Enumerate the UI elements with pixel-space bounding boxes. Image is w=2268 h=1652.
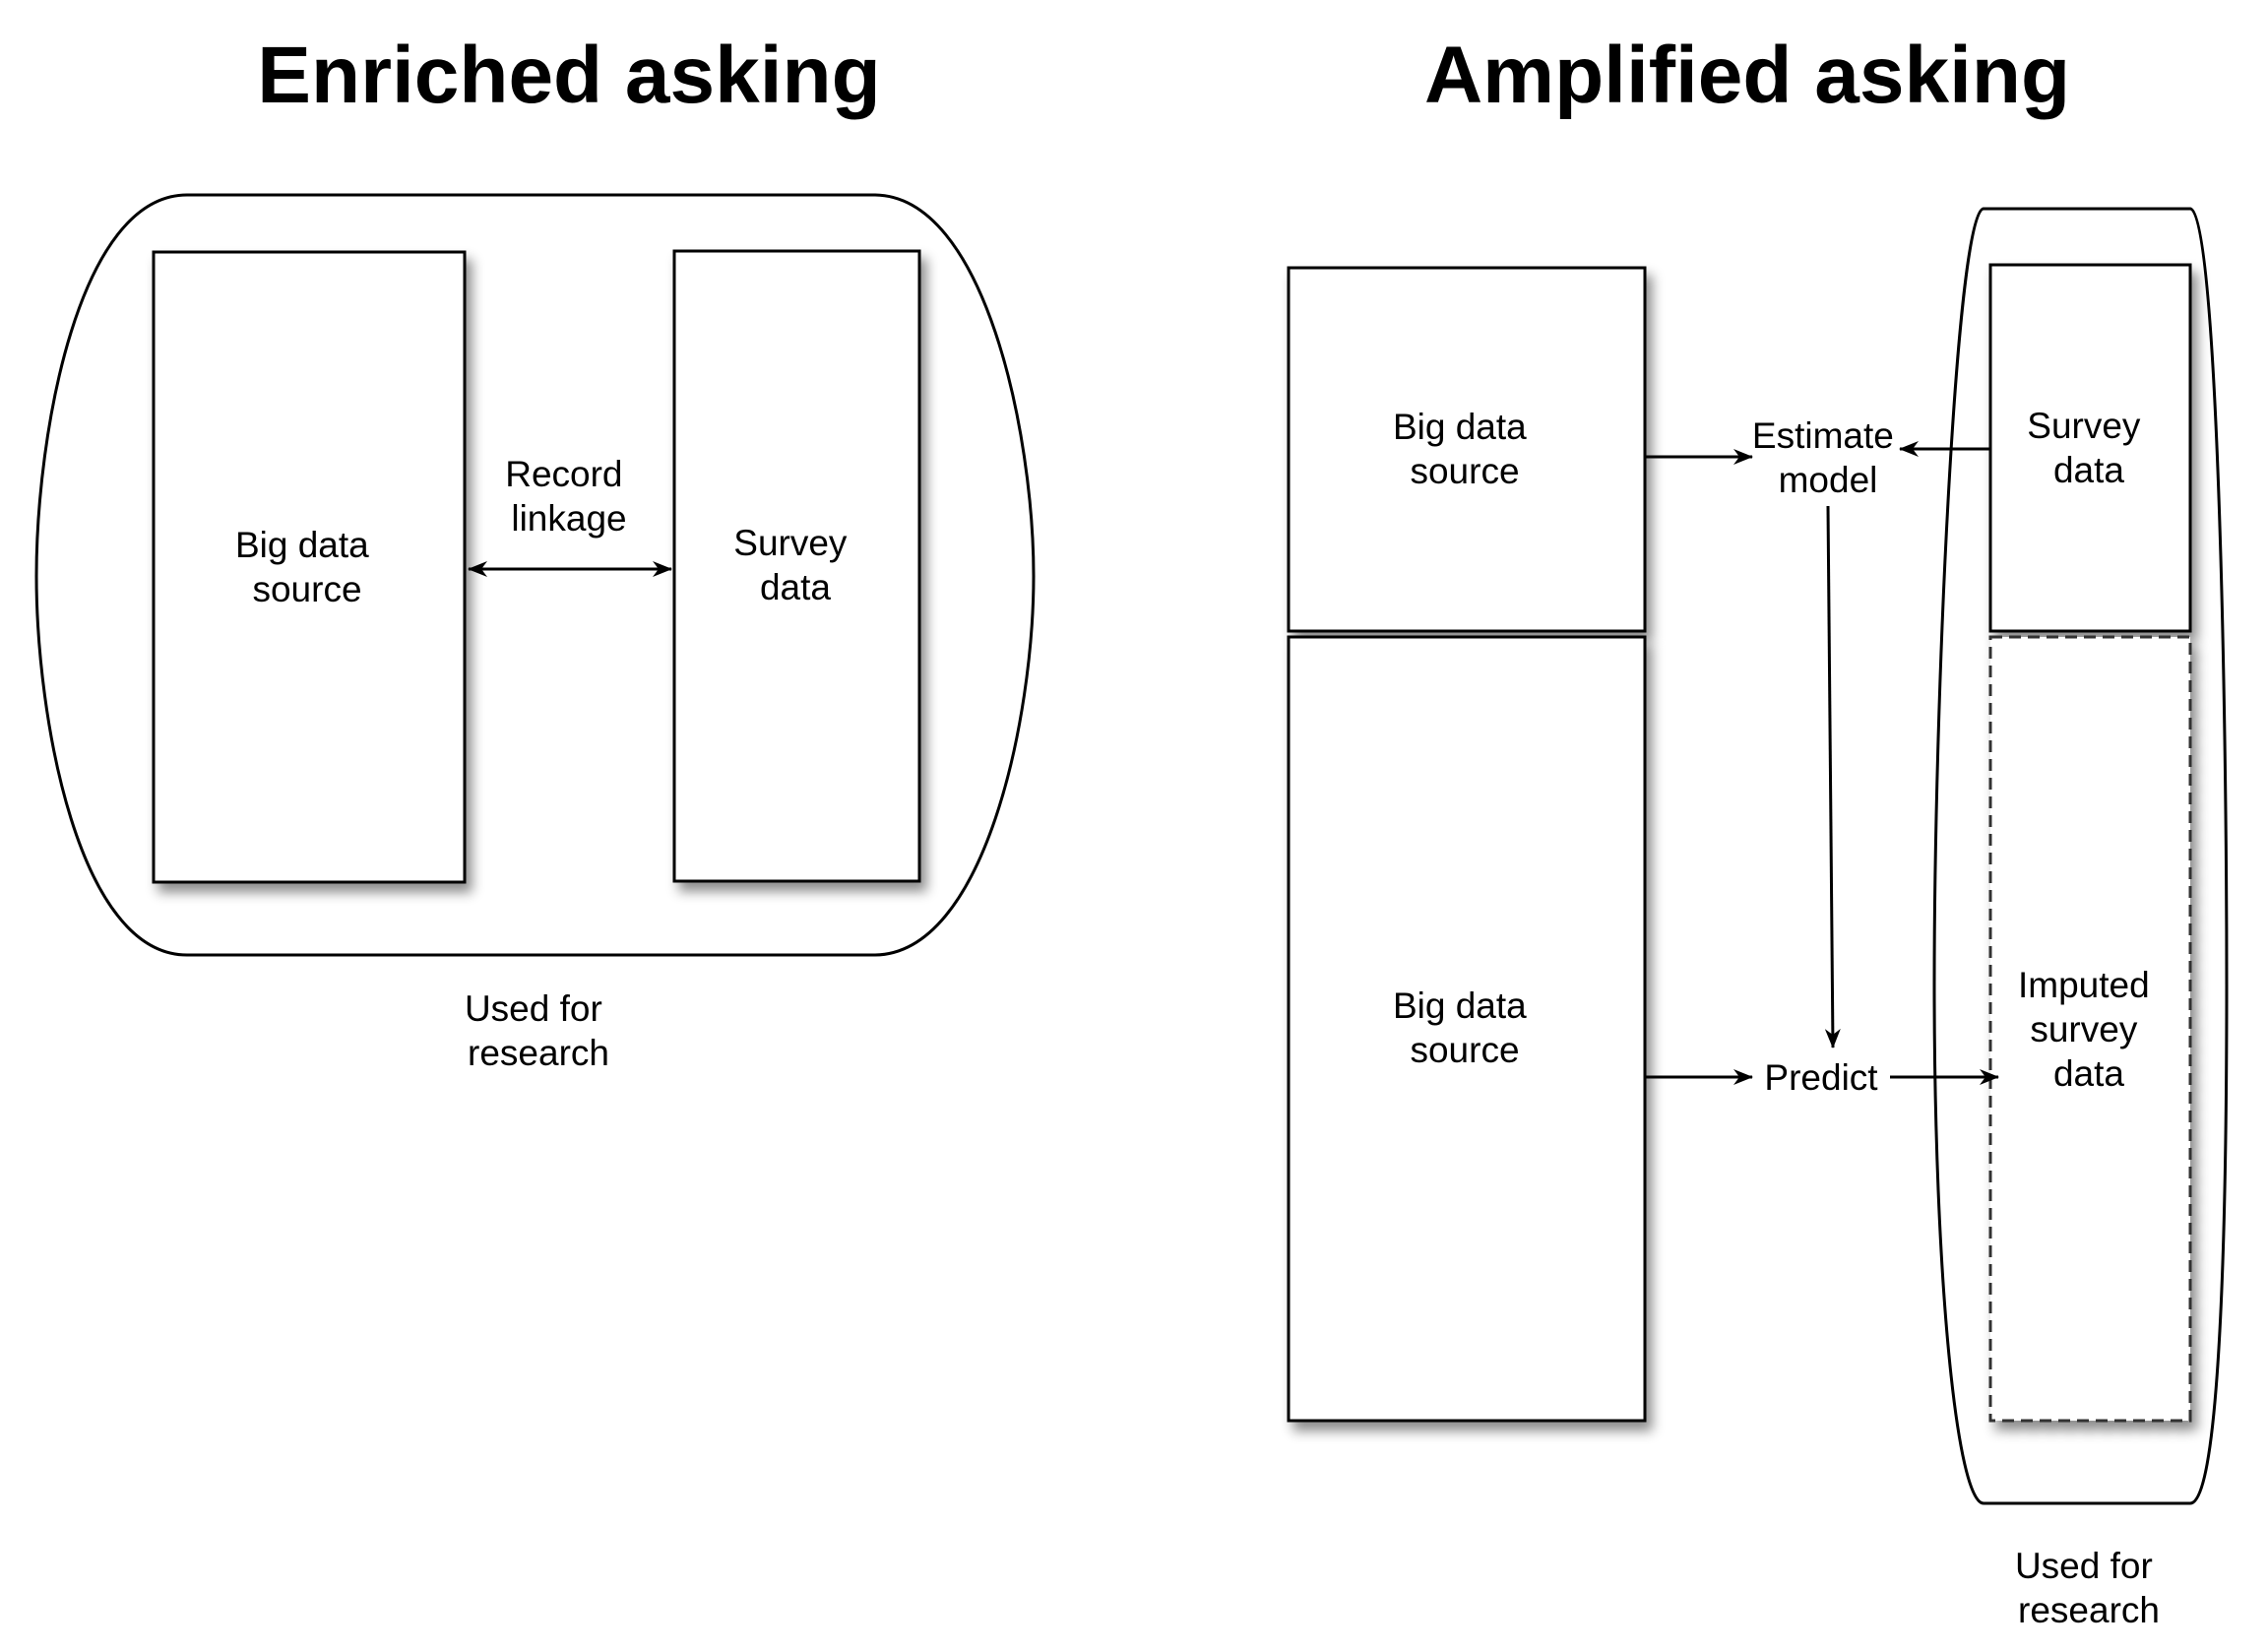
enriched-asking-panel: Enriched asking Big data source Survey d…: [34, 31, 1036, 1073]
estimate-model-line-1: Estimate: [1752, 415, 1894, 456]
arrow-estimate-model-to-predict: [1824, 505, 1841, 1048]
record-linkage-label: Record linkage: [505, 454, 633, 539]
enriched-big-data-line-2: source: [252, 569, 361, 609]
estimate-model-label: Estimate model: [1752, 415, 1904, 500]
estimate-model-line-2: model: [1779, 460, 1878, 500]
imputed-survey-data-label: Imputed survey data: [2018, 965, 2160, 1094]
amplified-caption-line-2: research: [2018, 1590, 2160, 1630]
amplified-big-data-bottom-line-1: Big data: [1393, 985, 1527, 1026]
enriched-survey-data-box: [672, 249, 921, 883]
amplified-caption-line-1: Used for: [2015, 1546, 2153, 1586]
amplified-big-data-top-box: [1287, 266, 1647, 633]
record-linkage-line-1: Record: [505, 454, 622, 494]
record-linkage-line-2: linkage: [511, 498, 626, 539]
amplified-big-data-top-line-2: source: [1410, 451, 1519, 491]
enriched-caption-line-2: research: [468, 1033, 609, 1073]
amplified-survey-data-label: Survey data: [2027, 406, 2150, 490]
enriched-caption-line-1: Used for: [465, 988, 602, 1029]
enriched-used-for-research-caption: Used for research: [465, 988, 612, 1073]
amplified-big-data-top-line-1: Big data: [1393, 407, 1527, 447]
enriched-survey-data-label: Survey data: [733, 523, 856, 607]
enriched-survey-line-1: Survey: [733, 523, 848, 563]
enriched-asking-title: Enriched asking: [257, 31, 880, 120]
amplified-survey-line-1: Survey: [2027, 406, 2141, 446]
amplified-asking-panel: Amplified asking Big data source Big dat…: [1287, 31, 2229, 1630]
imputed-line-1: Imputed: [2018, 965, 2150, 1005]
enriched-big-data-line-1: Big data: [235, 525, 369, 565]
enriched-research-group-outline: [34, 193, 1036, 957]
imputed-line-2: survey: [2030, 1009, 2137, 1049]
amplified-big-data-bottom-label: Big data source: [1393, 985, 1537, 1070]
amplified-big-data-top-label: Big data source: [1393, 407, 1537, 491]
amplified-research-group-outline: [1932, 207, 2229, 1505]
amplified-survey-data-box: [1988, 263, 2192, 633]
enriched-big-data-box: [152, 250, 467, 884]
amplified-big-data-bottom-box: [1287, 635, 1647, 1423]
amplified-survey-line-2: data: [2053, 450, 2124, 490]
imputed-survey-data-box: [1988, 635, 2192, 1423]
amplified-big-data-bottom-line-2: source: [1410, 1030, 1519, 1070]
amplified-used-for-research-caption: Used for research: [2015, 1546, 2163, 1630]
enriched-big-data-label: Big data source: [235, 525, 379, 609]
enriched-survey-line-2: data: [760, 567, 831, 607]
amplified-asking-title: Amplified asking: [1424, 31, 2070, 120]
imputed-line-3: data: [2053, 1053, 2124, 1094]
predict-label: Predict: [1764, 1057, 1878, 1098]
